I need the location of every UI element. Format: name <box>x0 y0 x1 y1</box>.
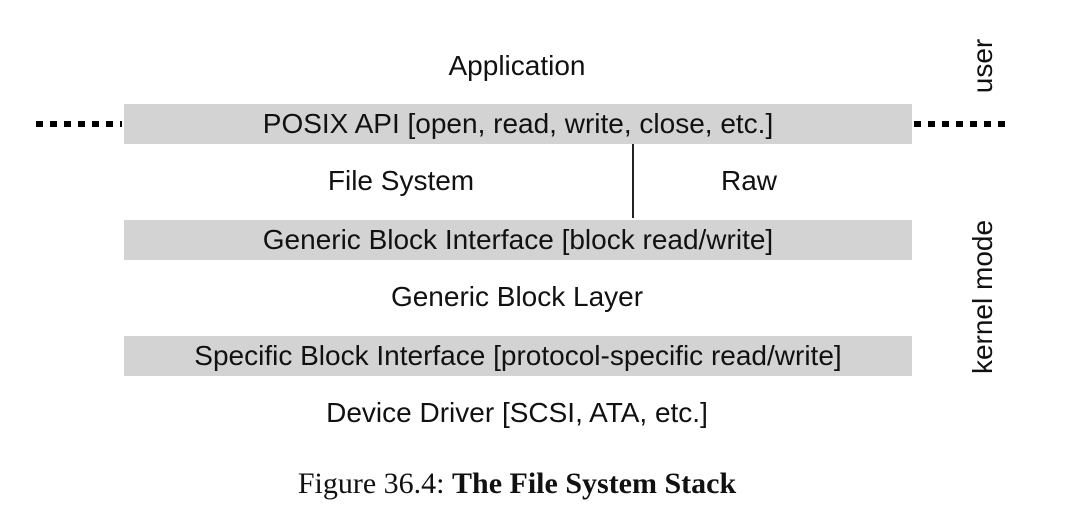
posix-api-label: POSIX API [open, read, write, close, etc… <box>262 108 774 139</box>
raw-label: Raw <box>720 165 778 196</box>
generic-block-interface-label: Generic Block Interface [block read/writ… <box>262 224 774 255</box>
generic-block-interface-band: Generic Block Interface [block read/writ… <box>124 220 912 260</box>
caption-prefix: Figure 36.4: <box>297 467 453 500</box>
caption-title: The File System Stack <box>452 467 737 500</box>
user-side-label: user <box>967 38 998 94</box>
device-driver-label: Device Driver [SCSI, ATA, etc.] <box>326 397 708 428</box>
specific-block-interface-band: Specific Block Interface [protocol-speci… <box>124 336 912 376</box>
figure-caption: Figure 36.4: The File System Stack <box>298 466 736 502</box>
user-kernel-boundary-right <box>914 121 1012 127</box>
kernel-mode-side-label: kernel mode <box>967 219 998 375</box>
generic-block-layer-label: Generic Block Layer <box>390 281 644 312</box>
application-layer-label: Application <box>448 50 586 81</box>
file-system-label: File System <box>327 165 475 196</box>
file-system-raw-divider <box>632 144 634 218</box>
specific-block-interface-label: Specific Block Interface [protocol-speci… <box>194 340 842 371</box>
posix-api-band: POSIX API [open, read, write, close, etc… <box>124 104 912 144</box>
user-kernel-boundary-left <box>36 121 122 127</box>
